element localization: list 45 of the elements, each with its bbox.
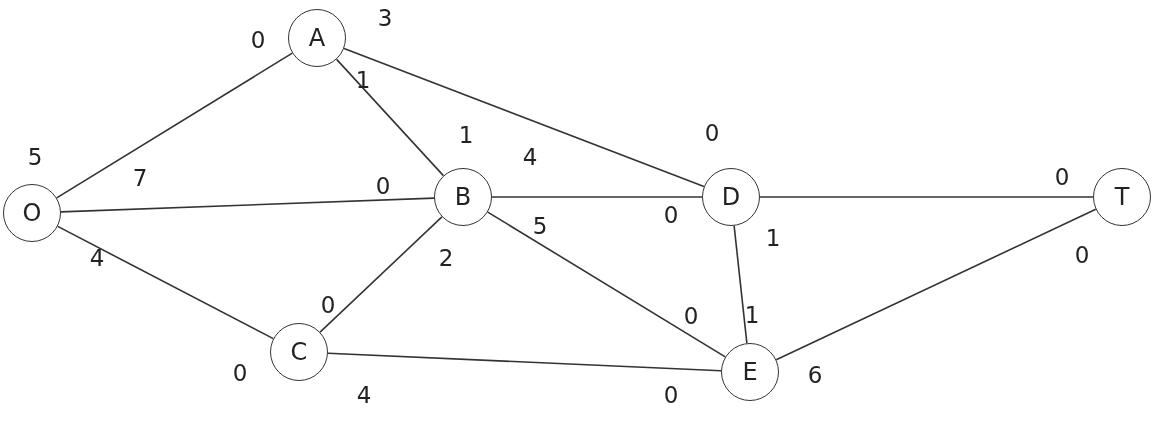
node-label: A — [308, 26, 326, 50]
capacity-number: 5 — [27, 145, 43, 169]
connector-line — [775, 208, 1097, 361]
capacity-number: 0 — [683, 304, 699, 328]
connector-line — [343, 47, 705, 188]
capacity-number: 0 — [1054, 165, 1070, 189]
capacity-number: 3 — [377, 6, 393, 30]
capacity-number: 5 — [532, 214, 548, 238]
capacity-number: 0 — [663, 383, 679, 407]
node-label: T — [1114, 185, 1130, 209]
node-circle — [288, 9, 346, 67]
capacity-number: 0 — [1074, 243, 1090, 267]
node-label: C — [290, 340, 308, 364]
connector-line — [319, 216, 443, 333]
capacity-number: 6 — [807, 363, 823, 387]
node-label: B — [454, 185, 472, 209]
capacity-number: 0 — [232, 361, 248, 385]
connector-line — [327, 352, 722, 372]
connector-line — [486, 211, 727, 358]
capacity-number: 1 — [765, 226, 781, 250]
capacity-number: 2 — [438, 246, 454, 270]
capacity-number: 0 — [375, 174, 391, 198]
capacity-number: 7 — [132, 166, 148, 190]
connector-line — [55, 52, 294, 199]
capacity-number: 0 — [250, 28, 266, 52]
capacity-number: 0 — [320, 293, 336, 317]
connector-line — [733, 225, 748, 344]
node-circle — [270, 323, 328, 381]
capacity-number: 1 — [355, 68, 371, 92]
node-label: E — [742, 360, 758, 384]
connector-line — [56, 225, 275, 340]
capacity-number: 0 — [704, 121, 720, 145]
connector-line — [60, 197, 435, 213]
node-label: O — [22, 201, 42, 225]
capacity-number: 4 — [356, 383, 372, 407]
capacity-number: 4 — [89, 246, 105, 270]
node-circle — [434, 168, 492, 226]
connector-line — [491, 196, 703, 198]
capacity-number: 1 — [744, 303, 760, 327]
capacity-number: 1 — [458, 123, 474, 147]
node-label: D — [721, 185, 741, 209]
connector-line — [759, 196, 1094, 198]
capacity-number: 0 — [663, 203, 679, 227]
capacity-number: 4 — [522, 145, 538, 169]
connector-line — [335, 58, 445, 177]
